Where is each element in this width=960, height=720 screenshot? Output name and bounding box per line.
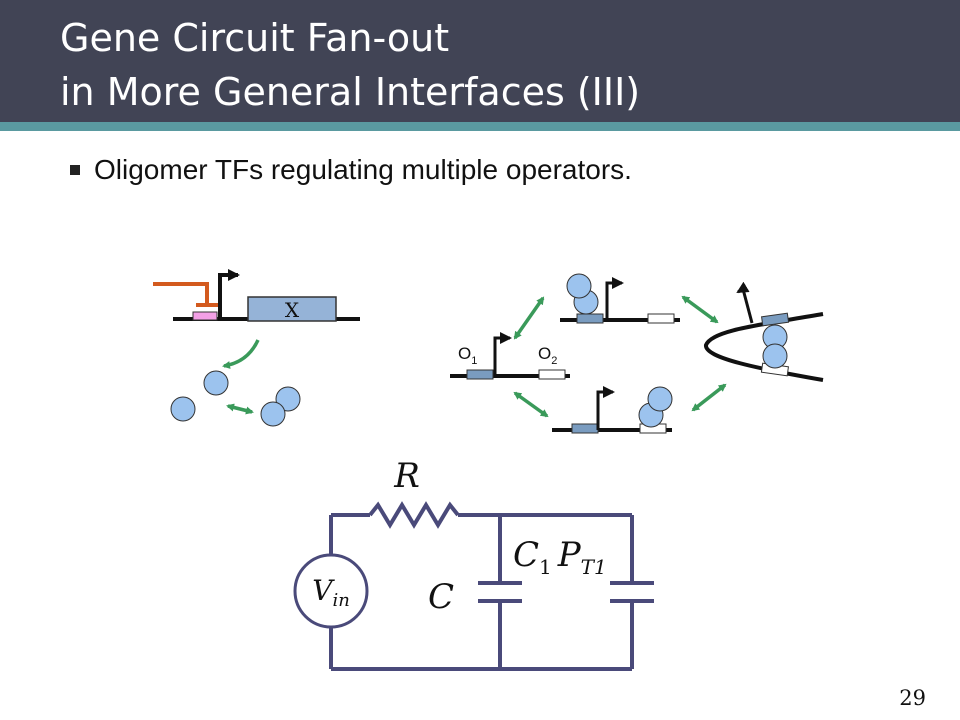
title-bar: Gene Circuit Fan-out in More General Int… xyxy=(0,0,960,122)
monomer-circle xyxy=(170,396,196,422)
voltage-source-label: Vin xyxy=(312,574,350,611)
bullet-square-icon xyxy=(70,165,80,175)
promoter-site xyxy=(192,311,218,321)
promoter-arrow-icon xyxy=(736,281,750,294)
gene-x-label: X xyxy=(285,298,300,322)
capacitor-label: C xyxy=(428,577,454,617)
title-accent-bar xyxy=(0,122,960,131)
resistor-label: R xyxy=(393,456,420,496)
resistor-symbol xyxy=(368,501,460,529)
operator-1-box xyxy=(466,369,494,380)
promoter-arrow-icon xyxy=(605,277,624,320)
transition-arrow xyxy=(681,295,719,324)
slide-title-line-1: Gene Circuit Fan-out xyxy=(60,16,450,60)
state-bound-o1 xyxy=(560,273,680,324)
monomer-circle xyxy=(203,370,229,396)
operator-2-box xyxy=(538,369,566,380)
page-number: 29 xyxy=(899,686,926,710)
operator-1-box xyxy=(571,423,599,434)
transition-arrows xyxy=(513,295,727,418)
operator-1-label: O1 xyxy=(458,344,477,367)
expression-arrow xyxy=(222,339,260,369)
operator-1-box xyxy=(761,312,790,327)
bullet-item: Oligomer TFs regulating multiple operato… xyxy=(70,150,632,190)
operator-2-label: O2 xyxy=(538,344,557,367)
state-dna-loop xyxy=(704,281,824,382)
promoter-arrow-stem xyxy=(741,288,754,324)
dimer-circle xyxy=(762,343,788,369)
bullet-text: Oligomer TFs regulating multiple operato… xyxy=(94,154,632,185)
repression-arrow xyxy=(153,282,209,305)
free-operators: O1 O2 xyxy=(450,332,570,380)
promoter-arrow-icon xyxy=(218,269,240,319)
slide-title-line-2: in More General Interfaces (III) xyxy=(60,70,641,114)
transition-arrow xyxy=(691,383,727,412)
transition-arrow xyxy=(513,391,549,418)
promoter-arrow-icon xyxy=(493,332,512,376)
promoter-arrow-icon xyxy=(596,386,615,430)
operator-1-box xyxy=(576,313,604,324)
state-bound-o2 xyxy=(552,386,673,434)
voltage-source-symbol xyxy=(293,553,369,629)
dimer-circle xyxy=(647,386,673,412)
dimer-circle xyxy=(566,273,592,299)
gene-x-box xyxy=(247,296,337,322)
dimer-circle xyxy=(275,386,301,412)
transition-arrow xyxy=(513,296,545,340)
dimer-circle xyxy=(260,401,286,427)
monomer-dimer-equilibrium xyxy=(170,339,301,427)
gene-x-construct: X xyxy=(153,269,360,322)
operator-2-box xyxy=(647,313,675,324)
dimerization-arrow xyxy=(226,403,254,415)
